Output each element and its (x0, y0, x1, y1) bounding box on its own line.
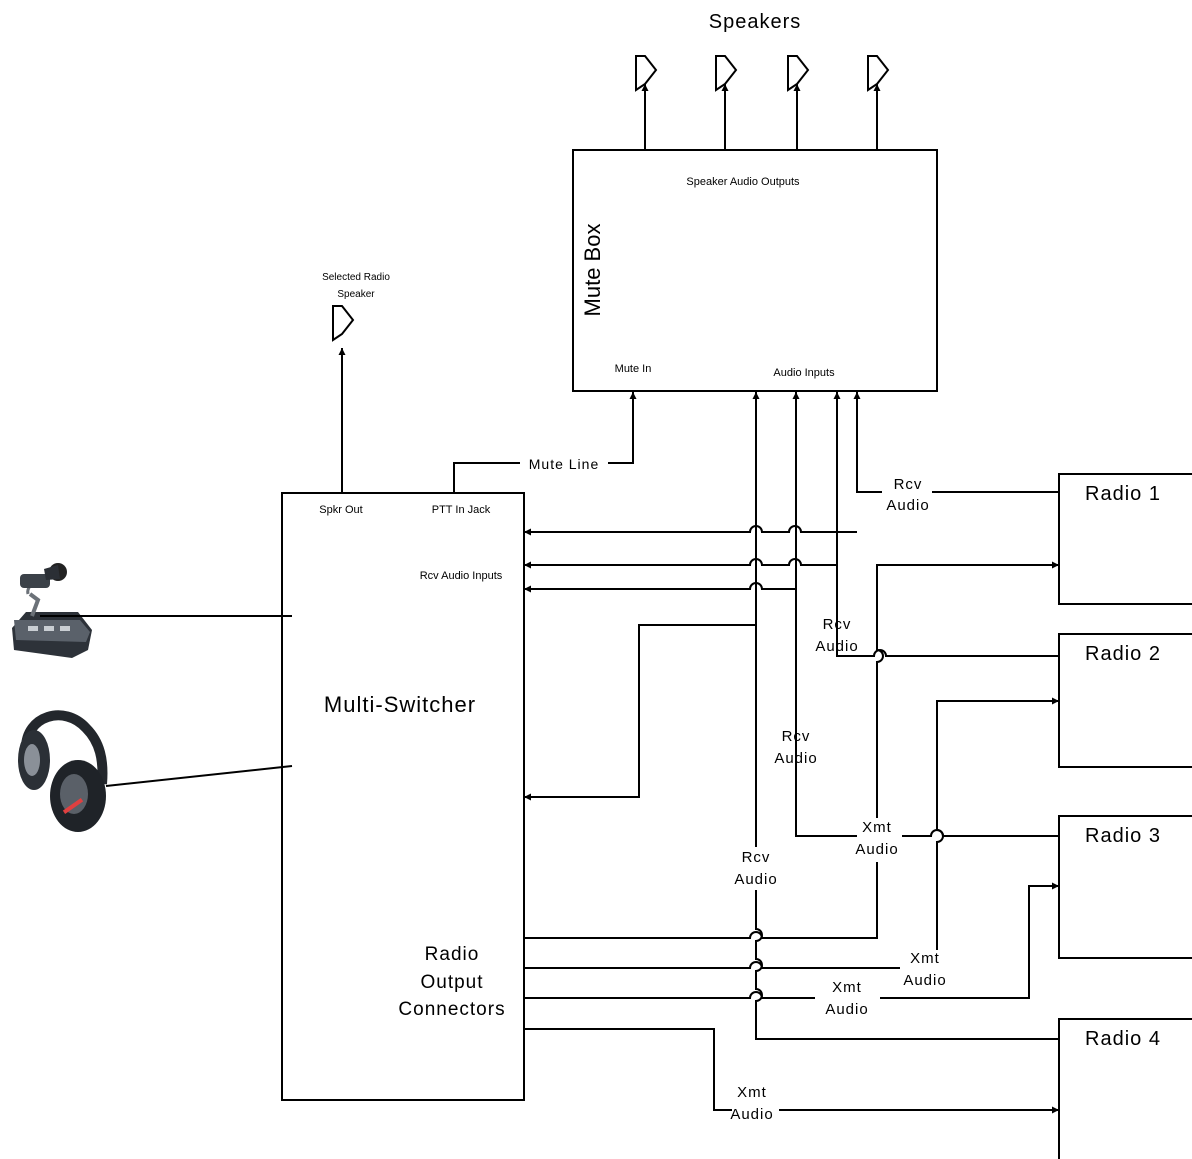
radio-output-label-3: Connectors (398, 999, 505, 1020)
radio-1-label: Radio 1 (1085, 483, 1161, 505)
mute-line-wire (454, 463, 520, 493)
diagram-title: Speakers (709, 11, 802, 33)
radio-4-label: Radio 4 (1085, 1028, 1161, 1050)
rcv-audio-label: Rcv (742, 849, 771, 866)
mute-line-label: Mute Line (529, 456, 599, 472)
radio-2-label: Radio 2 (1085, 643, 1161, 665)
radio-output-label-1: Radio (425, 944, 480, 965)
mute-line-wire (608, 392, 633, 463)
rcv-audio-label: Audio (886, 497, 929, 514)
xmt-audio-label: Audio (903, 972, 946, 989)
spkr-out-label: Spkr Out (319, 504, 362, 516)
selected-speaker-label-1: Selected Radio (322, 272, 390, 283)
speaker-audio-outputs-label: Speaker Audio Outputs (686, 176, 800, 188)
rcv-audio-label: Rcv (823, 616, 852, 633)
rcv-audio-label: Audio (734, 871, 777, 888)
xmt-audio-wires (524, 565, 1059, 1110)
xmt-audio-label: Audio (730, 1106, 773, 1123)
xmt-audio-label: Audio (825, 1001, 868, 1018)
xmt-audio-label: Xmt (862, 819, 892, 836)
ptt-in-jack-label: PTT In Jack (432, 504, 491, 516)
audio-inputs-label: Audio Inputs (773, 367, 835, 379)
speaker-icon (636, 56, 888, 90)
rcv-audio-label: Rcv (782, 728, 811, 745)
xmt-audio-label: Xmt (832, 979, 862, 996)
rcv-audio-label: Rcv (894, 476, 923, 493)
xmt-audio-label: Xmt (910, 950, 940, 967)
headphones-icon (18, 715, 292, 832)
xmt-audio-label: Xmt (737, 1084, 767, 1101)
speaker-icon (333, 306, 353, 340)
multi-switcher-title: Multi-Switcher (324, 692, 476, 717)
mute-box-title: Mute Box (580, 224, 605, 317)
rcv-audio-inputs-label: Rcv Audio Inputs (420, 570, 503, 582)
speaker-output-arrows (645, 84, 877, 150)
selected-speaker-label-2: Speaker (337, 289, 375, 300)
rcv-audio-label: Audio (774, 750, 817, 767)
mute-in-label: Mute In (615, 363, 652, 375)
radio-output-label-2: Output (420, 972, 483, 993)
rcv-audio-label: Audio (815, 638, 858, 655)
radio-3-label: Radio 3 (1085, 825, 1161, 847)
microphone-icon (12, 563, 292, 658)
xmt-audio-label: Audio (855, 841, 898, 858)
